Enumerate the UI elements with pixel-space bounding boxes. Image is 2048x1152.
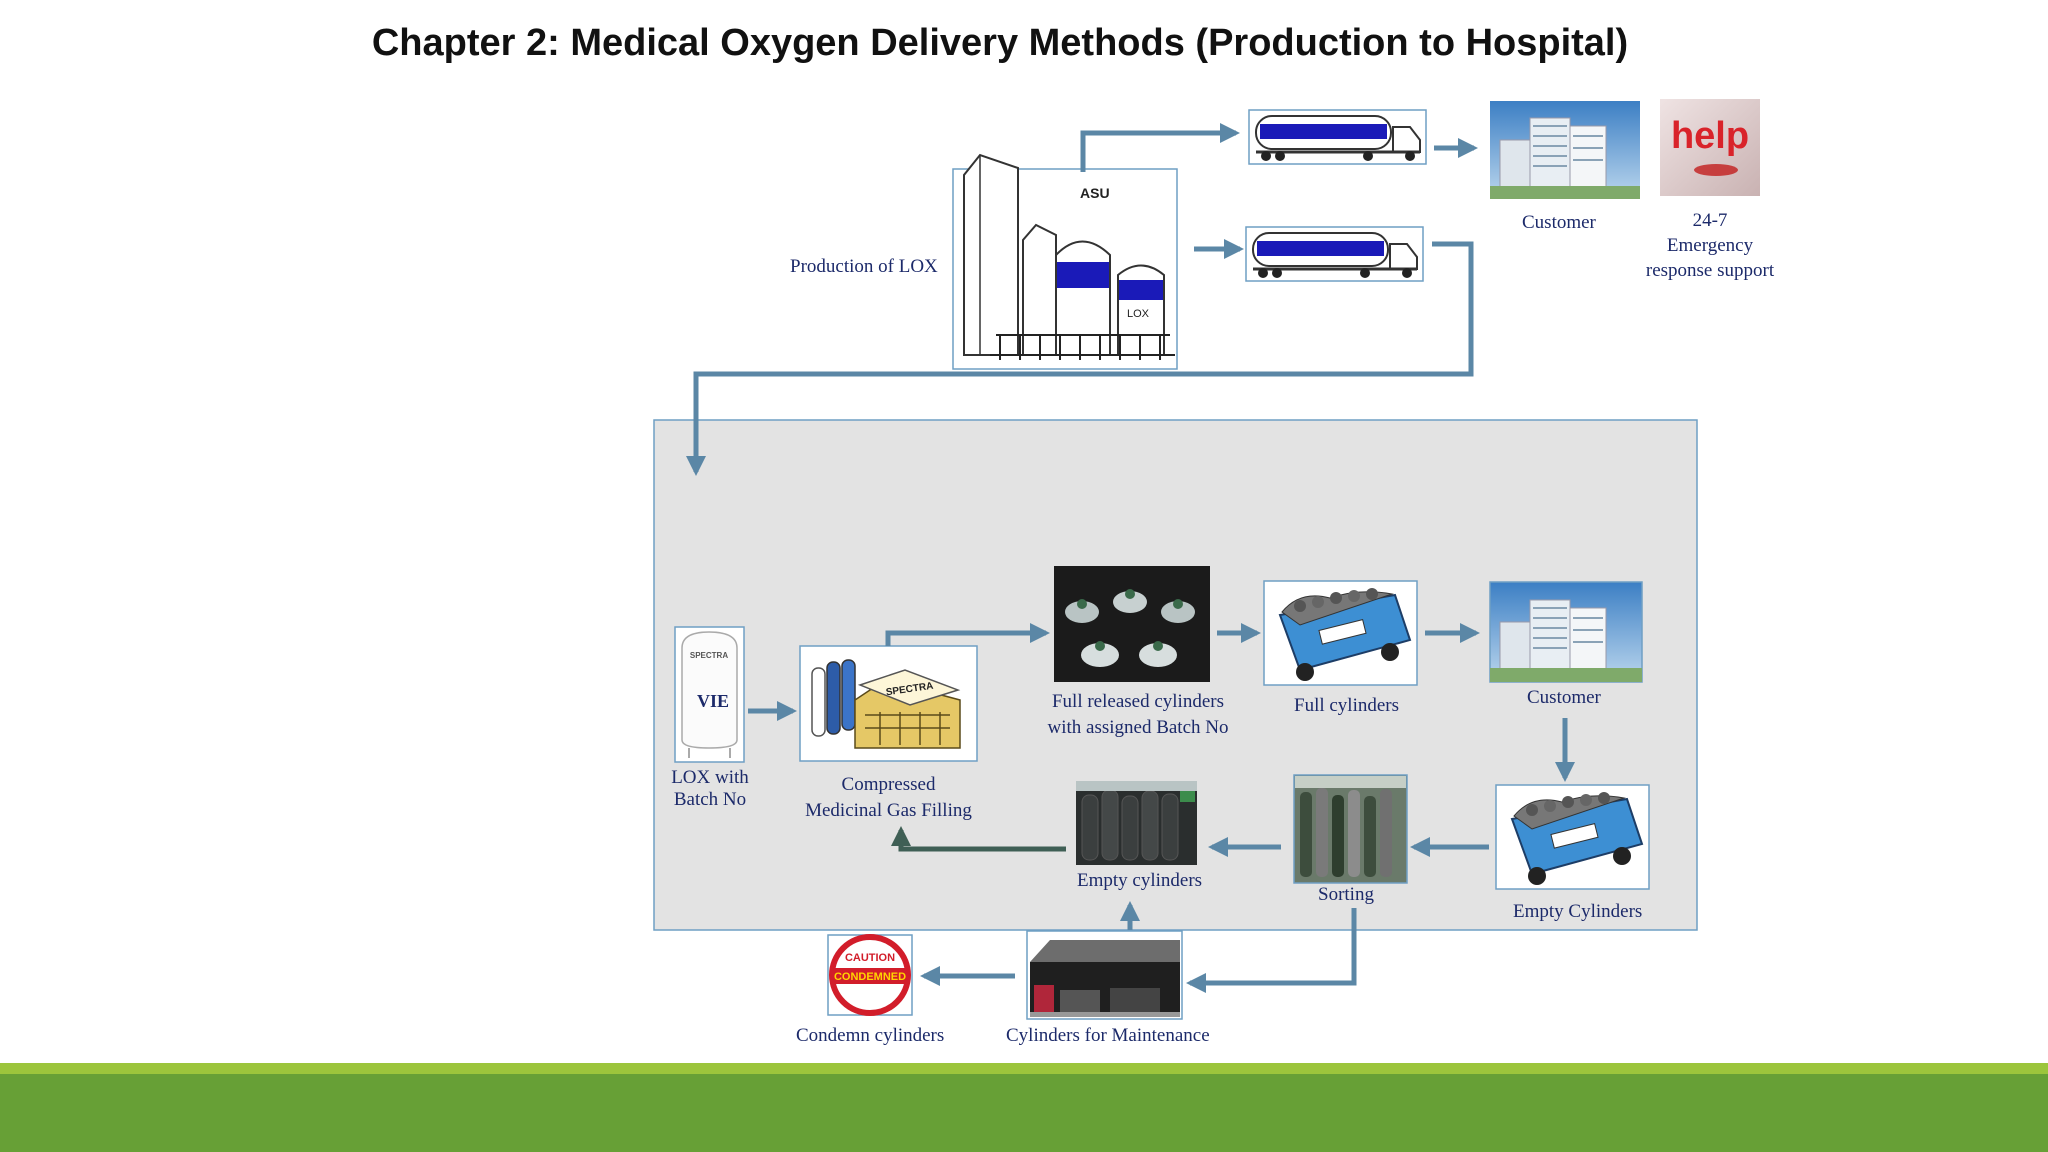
condemn-label: Condemn cylinders xyxy=(796,1025,945,1046)
gas-filling-image: SPECTRA xyxy=(799,645,978,762)
vie-tank-image: SPECTRA VIE xyxy=(674,626,745,763)
arrow-sorting-to-maintenance xyxy=(1186,908,1357,993)
svg-text:SPECTRA: SPECTRA xyxy=(690,651,728,660)
empty-cylinders-truck-label: Empty Cylinders xyxy=(1513,901,1643,922)
empty-cylinders-image xyxy=(1076,781,1197,865)
production-label: Production of LOX xyxy=(790,256,938,277)
maintenance-label: Cylinders for Maintenance xyxy=(1006,1025,1210,1046)
asu-plant-image xyxy=(952,153,1178,370)
condemned-sign-image: CAUTION CONDEMNED xyxy=(827,934,913,1016)
hospital-top-image xyxy=(1490,101,1640,199)
hospital-bottom-image xyxy=(1489,581,1643,683)
flow-arrows xyxy=(686,123,1575,993)
empty-cylinders-truck-image xyxy=(1495,784,1650,890)
arrow-filling-to-released xyxy=(885,623,1050,646)
condemned-text: CONDEMNED xyxy=(834,971,906,983)
help-support-image: help xyxy=(1660,99,1760,196)
vie-label: VIE xyxy=(697,691,729,711)
caution-text: CAUTION xyxy=(845,952,895,964)
maintenance-shed-image xyxy=(1026,930,1183,1020)
tanker-truck-top-image xyxy=(1248,109,1427,165)
footer-accent-bar xyxy=(0,1063,2048,1074)
sorting-image xyxy=(1293,774,1408,884)
full-released-label: Full released cylinders with assigned Ba… xyxy=(1047,691,1229,738)
emergency-support-label: 24-7 Emergency response support xyxy=(1645,210,1775,281)
customer-top-label: Customer xyxy=(1522,212,1596,233)
full-cylinders-truck-image xyxy=(1263,580,1418,686)
footer-bar xyxy=(0,1074,2048,1152)
lox-batch-label: LOX with Batch No xyxy=(671,767,749,810)
arrow-tanker-to-vie xyxy=(686,241,1474,476)
full-cylinders-label: Full cylinders xyxy=(1294,695,1400,716)
lox-tank-label: LOX xyxy=(1127,308,1150,320)
asu-label: ASU xyxy=(1080,185,1110,201)
arrow-asu-to-tanker xyxy=(1080,123,1240,172)
empty-cylinders-label: Empty cylinders xyxy=(1077,870,1203,891)
full-released-cylinders-image xyxy=(1054,566,1210,682)
help-text: help xyxy=(1671,115,1749,157)
tanker-truck-bottom-image xyxy=(1245,226,1424,282)
arrow-empty-to-filling xyxy=(891,826,1066,852)
customer-bottom-label: Customer xyxy=(1527,687,1601,708)
sorting-label: Sorting xyxy=(1318,884,1374,905)
slide-title: Chapter 2: Medical Oxygen Delivery Metho… xyxy=(371,22,1629,64)
filling-label: Compressed Medicinal Gas Filling xyxy=(805,774,972,821)
